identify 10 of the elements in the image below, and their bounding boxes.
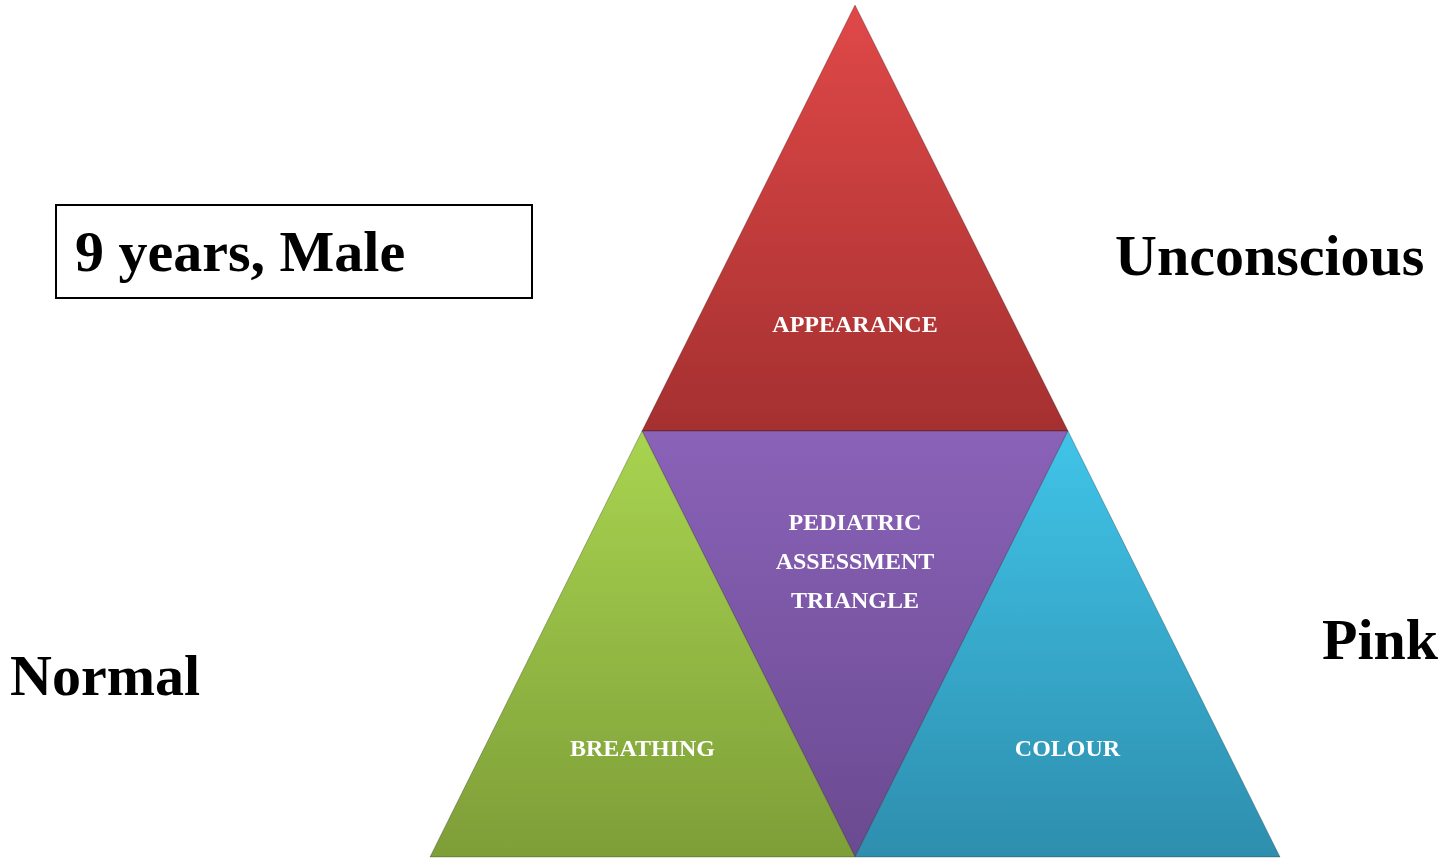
triangle-label: APPEARANCE (771, 310, 939, 339)
finding-label: Normal (10, 642, 201, 709)
triangle-label: BREATHING (569, 734, 716, 763)
patient-info-text: 9 years, Male (75, 218, 406, 285)
triangle-label: COLOUR (1013, 734, 1122, 763)
finding-label: Pink (1322, 606, 1439, 673)
triangle-label: PEDIATRIC ASSESSMENT TRIANGLE (774, 508, 936, 615)
patient-info-box (55, 204, 533, 299)
appearance-triangle (642, 5, 1068, 431)
finding-label: Unconscious (1115, 222, 1425, 289)
